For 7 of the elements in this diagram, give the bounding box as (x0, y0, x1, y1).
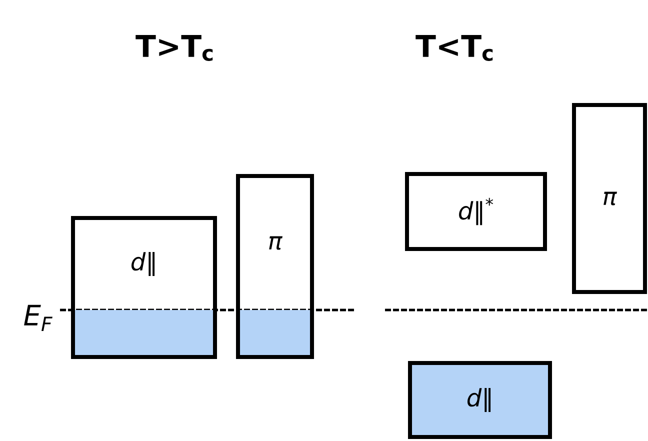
axis-label: T<T$_{c}$ (416, 35, 493, 61)
energy-band-box: π (572, 103, 647, 294)
energy-band-box: π (236, 174, 314, 359)
energy-band-box: d‖ (408, 360, 552, 439)
energy-band-box: d‖ (71, 216, 217, 359)
energy-band-box: d‖$^{*}$ (405, 172, 547, 251)
axis-label: T>T$_{c}$ (136, 35, 213, 61)
